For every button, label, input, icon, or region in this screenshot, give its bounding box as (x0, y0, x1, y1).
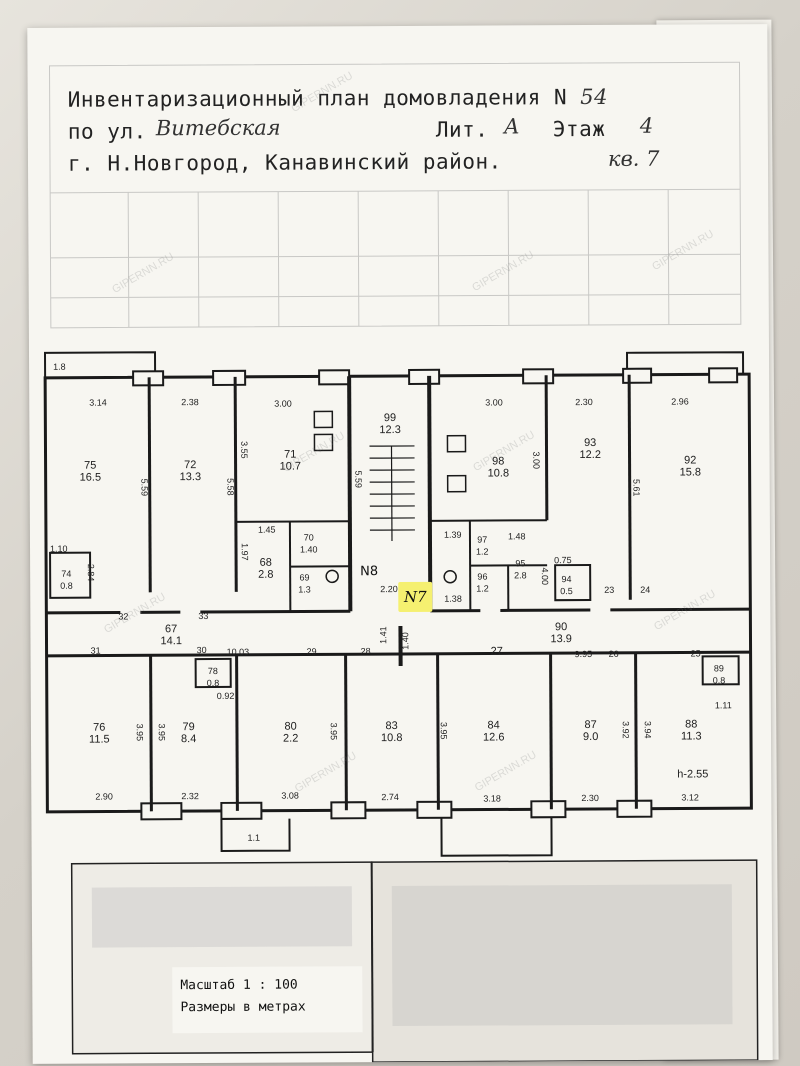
dim-label: 2.38 (181, 397, 199, 408)
dim-label: 2.84 (85, 563, 96, 582)
dim-label: 24 (640, 584, 651, 595)
dim-label: 1.11 (714, 700, 732, 711)
dim-label: 3.92 (620, 721, 631, 739)
dim-label: 3.95 (134, 723, 145, 742)
dim-label: 5.61 (631, 478, 642, 497)
dim-label: 1.38 (444, 593, 462, 604)
dim-label: 1.97 (239, 543, 250, 561)
dim-label: 5.59 (353, 470, 364, 489)
dim-label: 2.30 (581, 792, 599, 804)
dim-label: 3.94 (642, 720, 653, 739)
dim-label: 33 (198, 611, 209, 622)
dim-label: 1.48 (507, 531, 526, 542)
dim-label: 1.10 (49, 543, 68, 554)
dim-label: 3.00 (274, 398, 292, 409)
dim-label: 3.55 (239, 441, 250, 459)
dim-label: h-2.55 (677, 768, 709, 781)
dim-label: 26 (608, 648, 619, 659)
floor-plan-drawing (43, 61, 753, 857)
dim-label: 1.39 (443, 529, 462, 540)
dim-label: 2.30 (575, 396, 593, 408)
sticky-note-apartment-7: N7 (398, 581, 433, 613)
dim-label: 3.95 (438, 721, 449, 740)
apartment-mark-n7: N7 (403, 587, 427, 606)
dim-label: 23 (604, 584, 615, 595)
dim-label: 3.12 (681, 792, 699, 803)
dim-label: 27 (490, 645, 503, 658)
dim-label: 3.18 (483, 793, 501, 804)
dim-label: 1.45 (257, 524, 276, 535)
scale-note: Масштаб 1 : 100 Размеры в метрах (180, 974, 360, 1031)
dim-label: 1.41 (378, 626, 389, 644)
dim-label: 5.58 (225, 478, 236, 496)
dim-label: 2.90 (95, 791, 113, 802)
dim-label: 2.20 (380, 584, 398, 595)
dim-label: 3.14 (89, 397, 107, 408)
dim-label: 3.95 (328, 722, 339, 741)
dim-label: 28 (360, 646, 371, 657)
dim-label: 3.95 (156, 723, 167, 742)
dim-label: 1.1 (247, 832, 261, 843)
dim-label: 1.8 (53, 361, 66, 372)
dim-label: 0.75 (554, 555, 572, 566)
dim-label: 1.40 (400, 632, 411, 650)
dim-label: 3.08 (281, 790, 299, 801)
building-walls (43, 351, 753, 857)
dim-label: 3.00 (531, 451, 542, 470)
dim-label: 2.96 (671, 396, 689, 407)
document-sheet: Инвентаризационный план домовладения N 5… (27, 24, 773, 1064)
dim-label: 0.92 (216, 690, 235, 701)
dim-label: 3.00 (485, 397, 503, 408)
apartment-mark-n8: N8 (360, 564, 379, 580)
dim-label: 2.32 (181, 791, 199, 802)
dim-label: 31 (90, 645, 101, 656)
faded-table-grid (48, 61, 742, 329)
dim-label: 10.03 (226, 646, 250, 657)
units-label: Размеры в метрах (180, 999, 306, 1016)
dim-label: 2.74 (381, 792, 399, 803)
dim-label: 30 (196, 645, 207, 656)
dim-label: 29 (306, 646, 317, 657)
dim-label: 32 (118, 611, 129, 622)
dim-label: 4.00 (539, 567, 550, 586)
scale-label: Масштаб 1 : 100 (180, 977, 298, 994)
dim-label: 25 (690, 648, 701, 659)
dim-label: 9.95 (574, 648, 593, 660)
dim-label: 5.59 (139, 478, 150, 497)
